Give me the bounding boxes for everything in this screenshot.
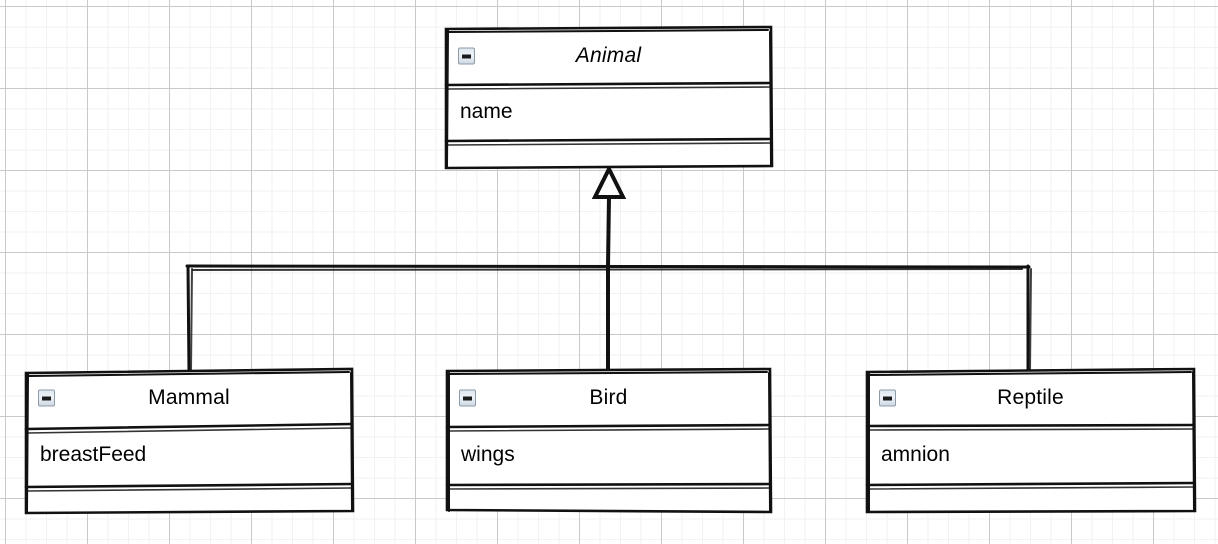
attribute-item: name	[460, 100, 513, 123]
class-attributes-compartment: name	[445, 84, 772, 140]
uml-class-mammal[interactable]: Mammal breastFeed	[24, 367, 355, 515]
class-operations-compartment	[25, 484, 353, 513]
class-title-compartment: Reptile	[866, 370, 1195, 426]
class-operations-compartment	[446, 484, 771, 513]
class-name-label: Bird	[589, 386, 628, 409]
class-operations-compartment	[866, 484, 1195, 513]
minus-collapse-icon[interactable]	[458, 47, 475, 65]
class-operations-compartment	[445, 140, 772, 168]
uml-class-animal[interactable]: Animal name	[444, 25, 774, 170]
class-attributes-compartment: amnion	[866, 426, 1195, 484]
class-attributes-compartment: breastFeed	[25, 426, 353, 484]
minus-collapse-icon[interactable]	[38, 389, 55, 407]
class-name-label: Reptile	[997, 386, 1064, 409]
attribute-item: amnion	[881, 443, 950, 466]
minus-collapse-icon[interactable]	[459, 389, 476, 407]
class-title-compartment: Animal	[445, 28, 772, 84]
minus-collapse-icon[interactable]	[879, 389, 896, 407]
attribute-item: wings	[461, 443, 515, 466]
class-name-label: Mammal	[148, 386, 230, 409]
class-title-compartment: Mammal	[25, 370, 353, 426]
uml-class-reptile[interactable]: Reptile amnion	[865, 367, 1197, 514]
class-name-label: Animal	[575, 44, 642, 67]
attribute-item: breastFeed	[40, 443, 147, 466]
class-attributes-compartment: wings	[446, 426, 771, 484]
class-title-compartment: Bird	[446, 370, 771, 426]
uml-class-bird[interactable]: Bird wings	[445, 367, 773, 514]
